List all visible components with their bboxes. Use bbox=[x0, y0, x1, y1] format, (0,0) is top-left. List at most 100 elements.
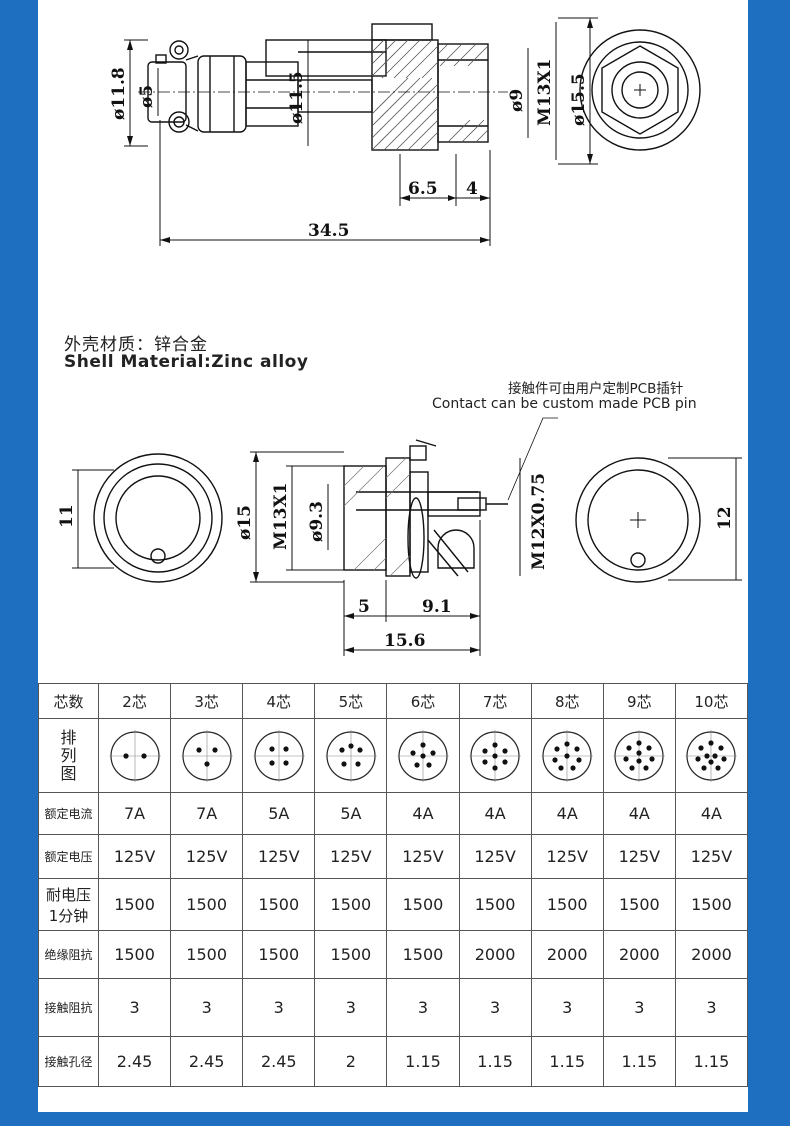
table-cell: 125V bbox=[97, 834, 172, 879]
table-cell: 1.15 bbox=[530, 1036, 604, 1087]
table-cell: 1500 bbox=[530, 878, 604, 931]
table-cell: 3 bbox=[97, 978, 172, 1037]
pin-dot bbox=[626, 744, 632, 751]
pin-dot bbox=[341, 760, 347, 767]
col-header: 2芯 bbox=[97, 683, 172, 719]
pin-dot bbox=[420, 741, 426, 748]
table-cell: 5A bbox=[314, 792, 388, 835]
pin-dot bbox=[643, 764, 649, 771]
top-assembly-drawing: ø11.8 ø5 ø11.5 ø9 M13X1 ø15.5 6.5 4 34.5 bbox=[109, 17, 701, 246]
pin-dot bbox=[502, 747, 508, 754]
pin-diagram bbox=[324, 729, 377, 782]
row-label: 额定电压 bbox=[38, 834, 99, 879]
pin-diagram-cell bbox=[386, 718, 460, 793]
pin-dot bbox=[629, 764, 635, 771]
pin-diagram bbox=[469, 729, 522, 782]
row-label: 接触阻抗 bbox=[38, 978, 99, 1037]
table-cell: 125V bbox=[314, 834, 388, 879]
table-cell: 2.45 bbox=[242, 1036, 316, 1087]
dim-len-15-6: 15.6 bbox=[384, 631, 425, 651]
table-cell: 4A bbox=[602, 792, 676, 835]
pin-diagram-cell bbox=[97, 718, 172, 793]
pin-dot bbox=[140, 752, 147, 759]
table-cell: 1500 bbox=[602, 878, 676, 931]
pin-dot bbox=[715, 764, 722, 771]
pin-diagram-cell bbox=[674, 718, 748, 793]
pin-dot bbox=[212, 746, 218, 753]
dim-m12x075: M12X0.75 bbox=[529, 473, 549, 570]
table-cell: 1500 bbox=[386, 930, 460, 979]
pin-diagram-cell bbox=[242, 718, 316, 793]
pin-dot bbox=[414, 761, 420, 768]
row-label-line: 耐电压 bbox=[45, 885, 91, 904]
dim-d11-5: ø11.5 bbox=[287, 71, 307, 124]
socket-rear-view bbox=[93, 453, 223, 583]
contact-note-english: Contact can be custom made PCB pin bbox=[432, 396, 697, 412]
table-cell: 2 bbox=[314, 1036, 388, 1087]
dim-h12: 12 bbox=[715, 506, 735, 530]
table-cell: 1.15 bbox=[602, 1036, 676, 1087]
row-label: 接触孔径 bbox=[38, 1036, 99, 1087]
table-cell: 3 bbox=[386, 978, 460, 1037]
pin-dot bbox=[695, 755, 702, 762]
pin-diagram bbox=[613, 729, 666, 782]
pin-diagram-cell bbox=[170, 718, 244, 793]
datasheet-panel: ø11.8 ø5 ø11.5 ø9 M13X1 ø15.5 6.5 4 34.5… bbox=[38, 0, 748, 1112]
pin-dot bbox=[646, 744, 652, 751]
socket-side-view bbox=[343, 439, 508, 579]
pin-dot bbox=[269, 745, 275, 752]
table-cell: 125V bbox=[458, 834, 532, 879]
pin-label-line: 图 bbox=[60, 763, 77, 783]
pin-dot bbox=[420, 752, 426, 759]
pin-dot bbox=[698, 744, 705, 751]
pin-label-line: 列 bbox=[60, 745, 77, 765]
pin-dot bbox=[564, 740, 570, 747]
pin-dot bbox=[721, 755, 728, 762]
pin-dot bbox=[269, 759, 275, 766]
pin-dot bbox=[492, 764, 498, 771]
pin-dot bbox=[576, 756, 582, 763]
pin-dot bbox=[718, 744, 725, 751]
pin-diagram-cell bbox=[458, 718, 532, 793]
table-cell: 3 bbox=[530, 978, 604, 1037]
table-cell: 3 bbox=[170, 978, 244, 1037]
table-cell: 4A bbox=[530, 792, 604, 835]
table-cell: 1500 bbox=[242, 930, 316, 979]
pin-layout-label: 排 列 图 bbox=[38, 718, 99, 793]
pin-dot bbox=[623, 755, 629, 762]
bottom-socket-drawing: 11 bbox=[57, 417, 742, 656]
pin-dot bbox=[196, 746, 202, 753]
table-cell: 1500 bbox=[170, 878, 244, 931]
table-header-row: 芯数 2芯 3芯 4芯 5芯 6芯 7芯 8芯 9芯 10芯 bbox=[38, 683, 748, 719]
dim-len-5: 5 bbox=[358, 597, 370, 617]
pin-dot bbox=[348, 742, 354, 749]
dim-d9: ø9 bbox=[507, 89, 527, 112]
pin-dot bbox=[552, 756, 558, 763]
end-view-top bbox=[579, 29, 701, 151]
table-cell: 1500 bbox=[386, 878, 460, 931]
pin-dot bbox=[570, 764, 576, 771]
pin-dot bbox=[430, 749, 436, 756]
pin-diagram bbox=[108, 729, 161, 782]
table-cell: 2.45 bbox=[170, 1036, 244, 1087]
table-cell: 1500 bbox=[314, 878, 388, 931]
table-cell: 2000 bbox=[458, 930, 532, 979]
pin-dot bbox=[649, 755, 655, 762]
pin-layout-row: 排 列 图 bbox=[38, 718, 748, 793]
col-header: 4芯 bbox=[242, 683, 316, 719]
row-label: 绝缘阻抗 bbox=[38, 930, 99, 979]
pin-dot bbox=[554, 745, 560, 752]
dim-h11: 11 bbox=[57, 504, 77, 528]
table-cell: 1.15 bbox=[386, 1036, 460, 1087]
table-cell: 1.15 bbox=[458, 1036, 532, 1087]
dim-d5: ø5 bbox=[137, 85, 157, 108]
dim-len-4: 4 bbox=[466, 179, 478, 199]
table-cell: 1500 bbox=[242, 878, 316, 931]
col-header: 3芯 bbox=[170, 683, 244, 719]
dim-m13x1-top: M13X1 bbox=[535, 59, 555, 127]
pin-dot bbox=[492, 741, 498, 748]
